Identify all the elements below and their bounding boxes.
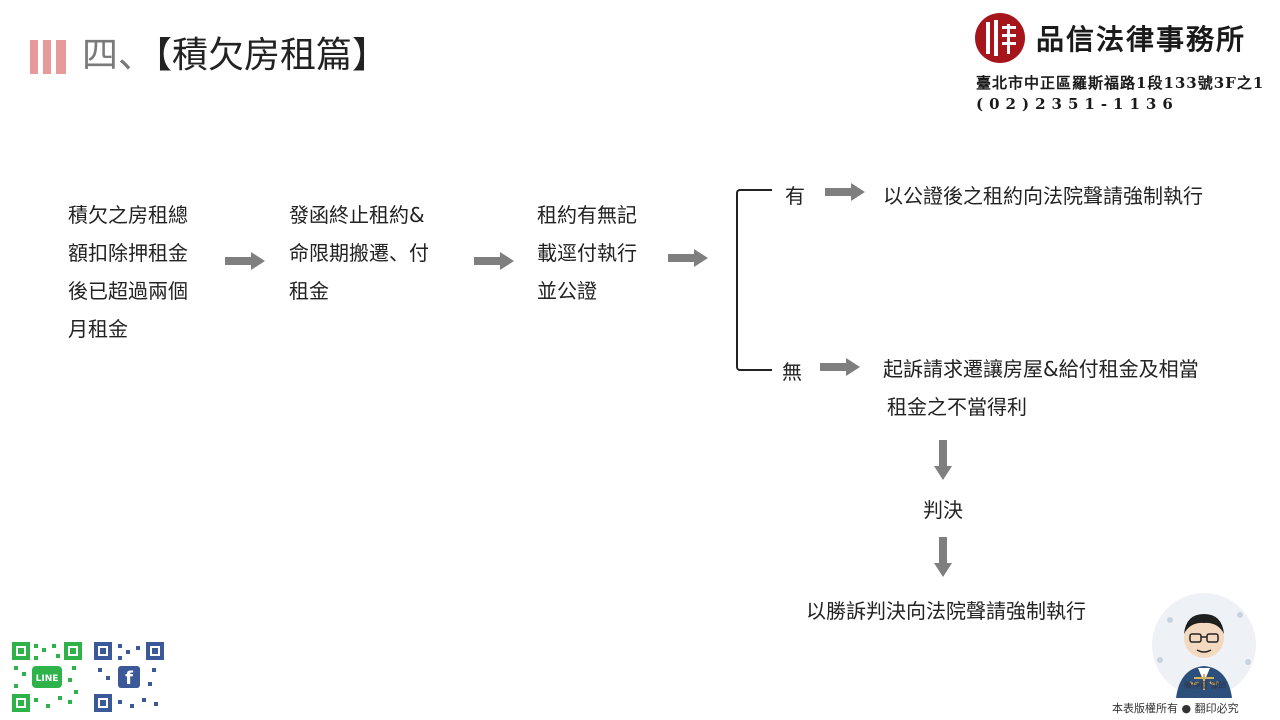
step-3-box: 租約有無記 載逕付執行 並公證 — [537, 196, 649, 310]
arrow-right-icon — [474, 252, 514, 270]
branch-no-result: 起訴請求遷讓房屋&給付租金及相當 租金之不當得利 — [883, 350, 1243, 426]
law-firm-seal-icon — [975, 13, 1025, 63]
step-2-line: 命限期搬遷、付 — [289, 241, 429, 265]
title-accent-bars — [30, 40, 66, 74]
step-1-line: 積欠之房租總 — [68, 203, 188, 227]
arrow-right-icon — [225, 252, 265, 270]
step-2-box: 發函終止租約& 命限期搬遷、付 租金 — [289, 196, 441, 310]
section-number: 四、 — [82, 35, 155, 76]
step-2-line: 發函終止租約& — [289, 203, 425, 227]
arrow-right-icon — [668, 249, 708, 267]
step-3-line: 載逕付執行 — [537, 241, 637, 265]
firm-phone: (02)2351-1136 — [976, 95, 1179, 113]
line-qr-code-icon[interactable]: LINE — [12, 642, 82, 712]
section-title: 【積欠房租篇】 — [154, 35, 389, 76]
avatar-caption: 陳仲豪 律師 — [1184, 681, 1227, 690]
branch-no-result-line: 租金之不當得利 — [887, 395, 1027, 419]
step-1-box: 積欠之房租總 額扣除押租金 後已超過兩個 月租金 — [68, 196, 200, 348]
step-1-line: 後已超過兩個 — [68, 279, 188, 303]
page-title: 四、【積欠房租篇】 — [82, 32, 388, 80]
branch-bracket — [736, 189, 772, 371]
final-step: 以勝訴判決向法院聲請強制執行 — [806, 599, 1086, 623]
facebook-label: f — [125, 668, 133, 689]
arrow-right-icon — [825, 183, 865, 201]
firm-name: 品信法律事務所 — [1036, 23, 1247, 56]
firm-address: 臺北市中正區羅斯福路1段133號3F之1 — [976, 74, 1265, 92]
step-2-line: 租金 — [289, 279, 329, 303]
branch-no-label: 無 — [782, 360, 802, 384]
copyright-notice: 本表版權所有 ● 翻印必究 — [1112, 702, 1239, 715]
step-1-line: 月租金 — [68, 317, 128, 341]
lawyer-avatar-icon — [1152, 593, 1256, 698]
step-1-line: 額扣除押租金 — [68, 241, 188, 265]
line-label: LINE — [36, 674, 59, 684]
facebook-qr-code-icon[interactable]: f — [94, 642, 164, 712]
branch-yes-label: 有 — [785, 184, 805, 208]
arrow-right-icon — [820, 358, 860, 376]
arrow-down-icon — [934, 537, 952, 577]
step-3-line: 並公證 — [537, 279, 597, 303]
branch-no-result-line: 起訴請求遷讓房屋&給付租金及相當 — [883, 357, 1199, 381]
judgment-step: 判決 — [923, 498, 963, 522]
arrow-down-icon — [934, 440, 952, 480]
step-3-line: 租約有無記 — [537, 203, 637, 227]
branch-yes-result: 以公證後之租約向法院聲請強制執行 — [883, 184, 1203, 208]
